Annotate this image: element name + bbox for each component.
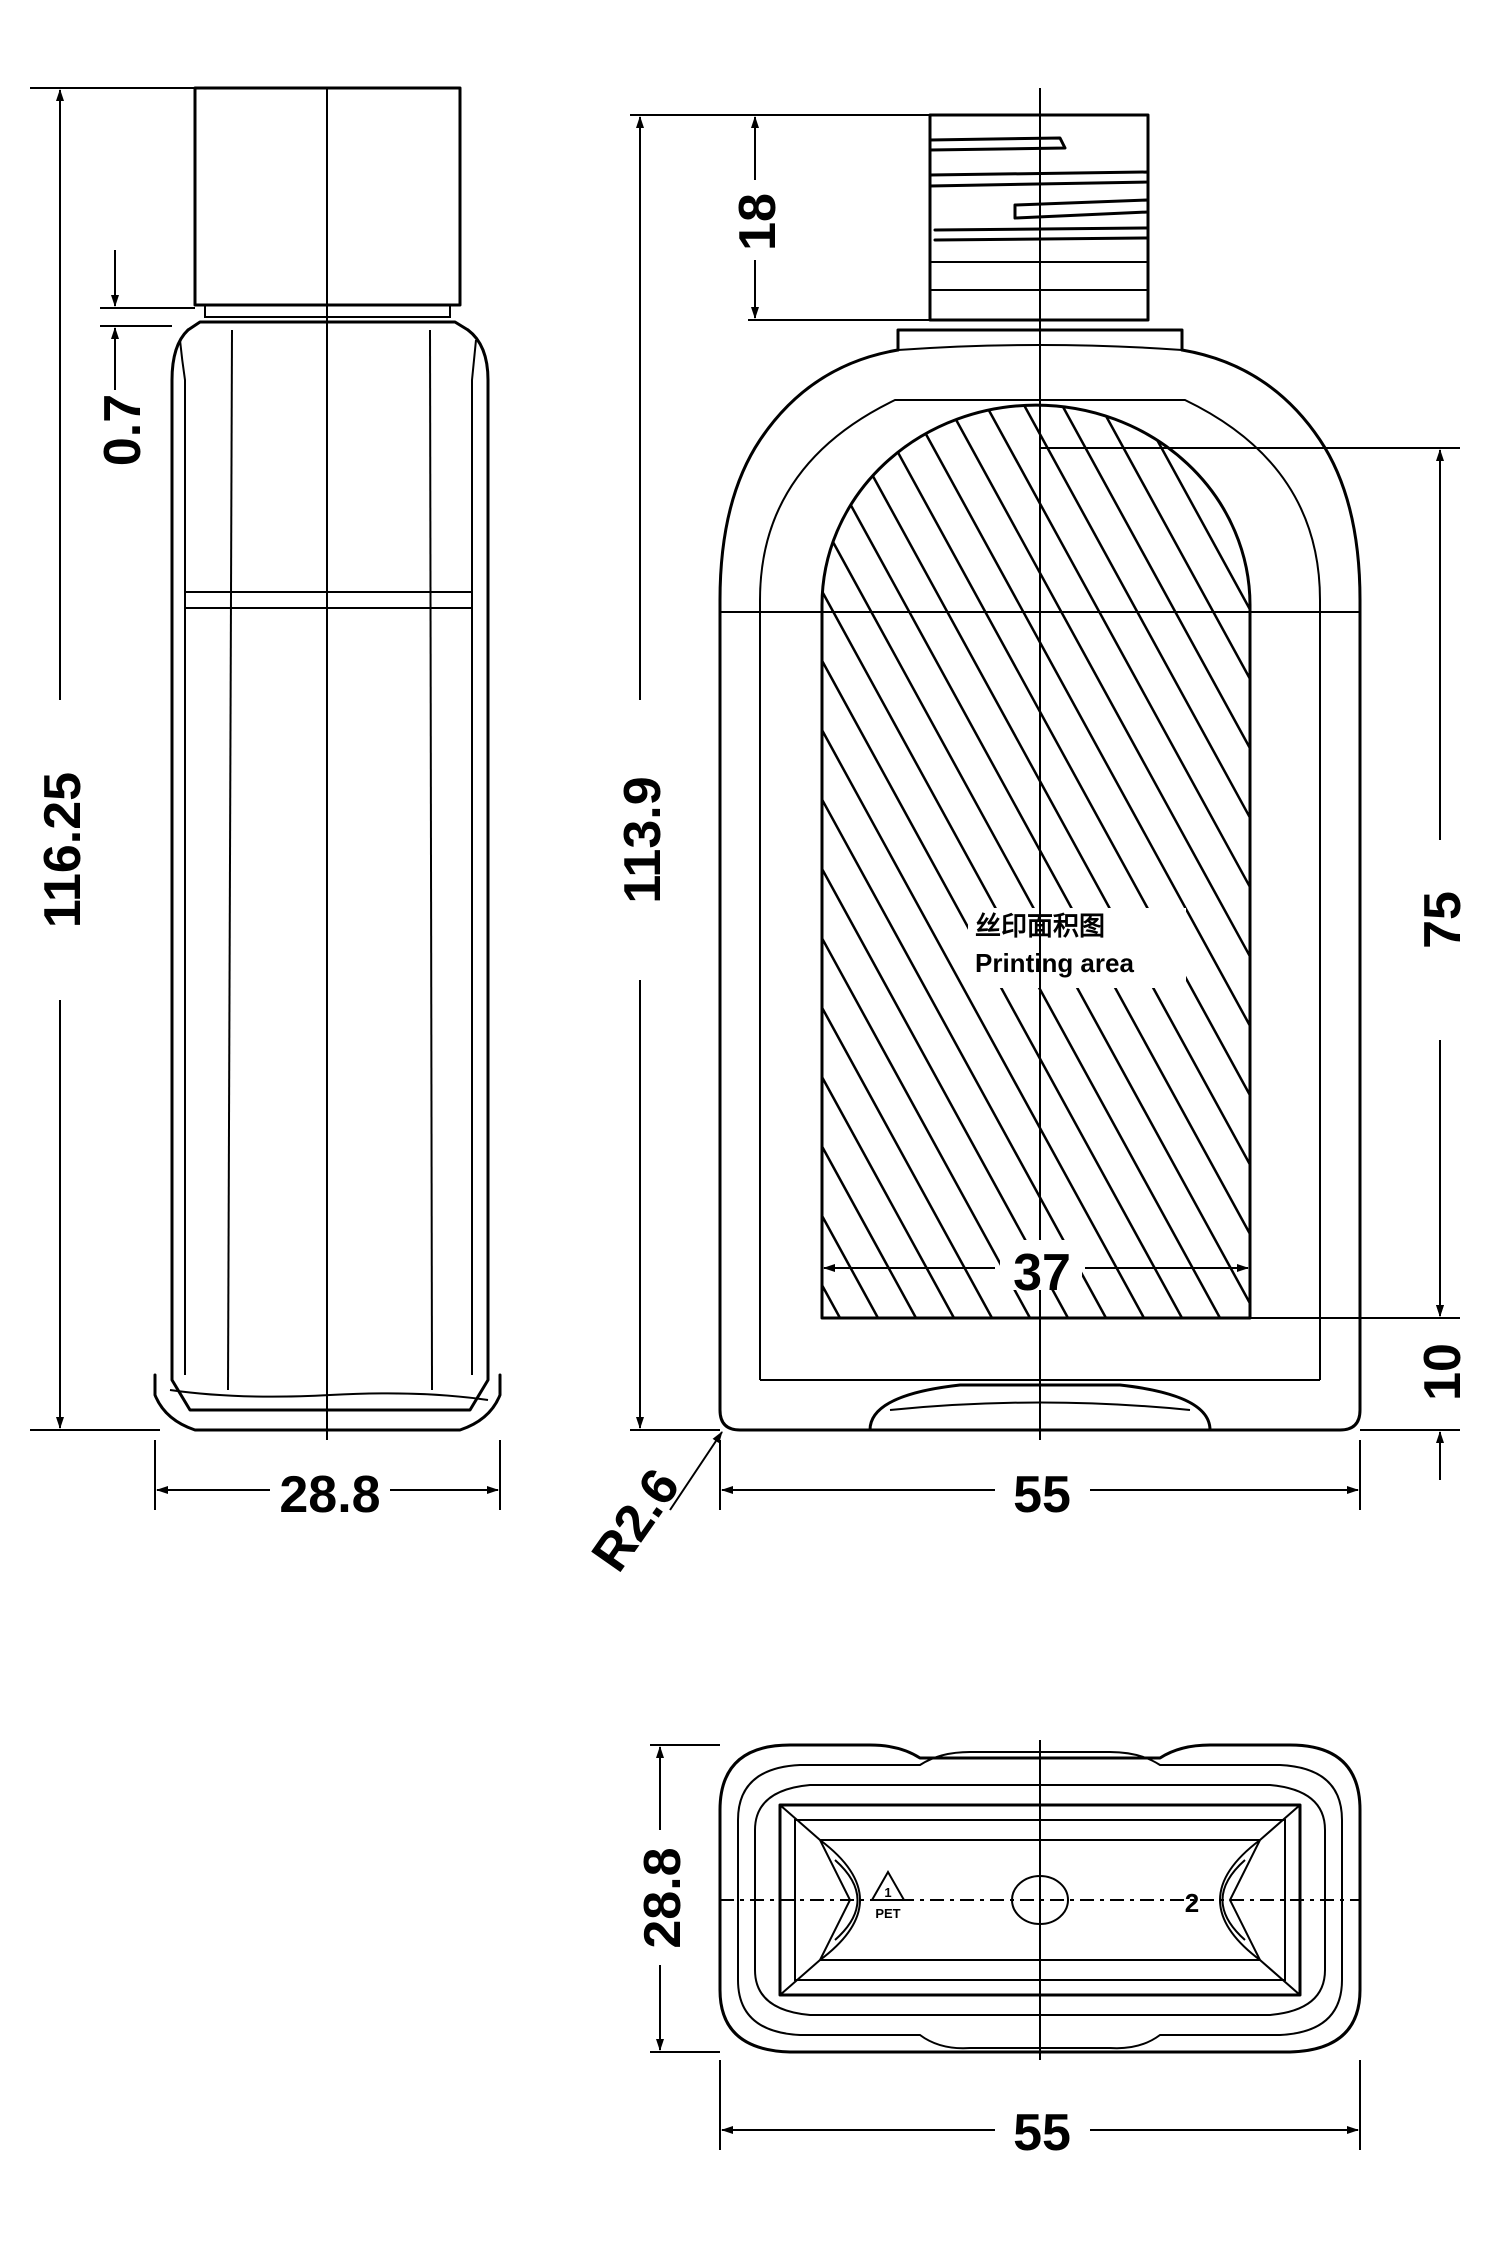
hatch-line	[1252, 405, 1500, 1318]
hatch-line	[908, 405, 1250, 1318]
dim-print-offset: 10	[1414, 1343, 1472, 1401]
hatch-line	[822, 405, 1250, 1318]
hatch-line	[822, 405, 1250, 1318]
hatch-line	[822, 405, 1032, 1318]
hatch-line	[112, 405, 612, 1318]
dim-side-height: 116.25	[34, 772, 92, 928]
neck-thread	[928, 136, 1067, 152]
mold-number: 2	[1185, 1888, 1199, 1918]
hatch-line	[822, 405, 1184, 1318]
hatch-line	[822, 405, 956, 1318]
side-body	[170, 328, 490, 1412]
hatch-line	[302, 405, 802, 1318]
bottom-view: 1 PET 2 28.8 55	[634, 1740, 1362, 2162]
dim-bottom-width: 55	[1013, 2104, 1071, 2162]
front-view: 丝印面积图 Printing area 113.9 18 75 10 37	[36, 88, 1500, 1582]
dim-neck-height: 18	[729, 193, 787, 251]
hatch-line	[1136, 405, 1250, 1318]
hatch-line	[822, 405, 1146, 1318]
hatch-line	[822, 405, 918, 1318]
hatch-line	[1290, 405, 1500, 1318]
svg-text:1: 1	[884, 1885, 891, 1900]
hatch-line	[1174, 405, 1250, 1318]
dim-cap-gap: 0.7	[94, 394, 152, 466]
hatch-line	[1060, 405, 1250, 1318]
hatch-line	[822, 405, 842, 1318]
hatch-line	[946, 405, 1250, 1318]
dim-corner-radius: R2.6	[581, 1459, 692, 1582]
recycle-icon: 1 PET	[870, 1869, 906, 1921]
hatch-line	[822, 405, 1070, 1318]
side-view: 116.25 0.7 28.8	[30, 86, 502, 1524]
dim-print-width: 37	[1013, 1244, 1071, 1302]
hatch-line	[74, 405, 574, 1318]
svg-text:PET: PET	[875, 1906, 900, 1921]
hatch-line	[1098, 405, 1250, 1318]
hatch-line	[264, 405, 764, 1318]
dim-side-width: 28.8	[279, 1466, 380, 1524]
dim-print-height: 75	[1414, 891, 1472, 949]
hatch-line	[1022, 405, 1250, 1318]
hatch-line	[822, 405, 1108, 1318]
printing-area	[36, 403, 1500, 1320]
hatch-line	[188, 405, 688, 1318]
hatch-line	[36, 405, 536, 1318]
hatch-line	[832, 405, 1250, 1318]
hatch-line	[150, 405, 650, 1318]
bottom-outer-contour	[718, 1743, 1362, 2054]
dim-front-width: 55	[1013, 1466, 1071, 1524]
hatch-line	[822, 405, 1222, 1318]
hatch-line	[984, 405, 1250, 1318]
dim-bottom-depth: 28.8	[634, 1847, 692, 1948]
hatch-line	[870, 405, 1250, 1318]
dim-front-height: 113.9	[614, 776, 672, 903]
hatch-line	[822, 405, 994, 1318]
print-label-en: Printing area	[975, 948, 1134, 978]
